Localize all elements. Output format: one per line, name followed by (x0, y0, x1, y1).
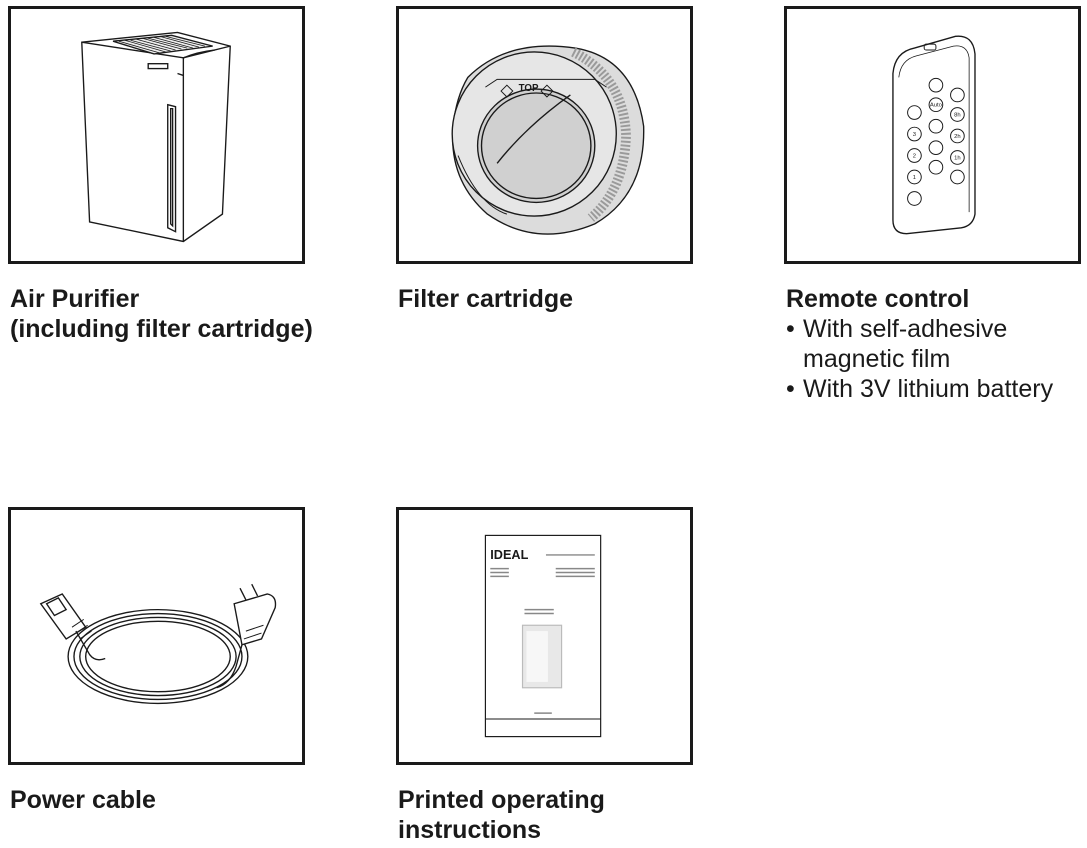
remote-feature-battery: With 3V lithium battery (786, 374, 1053, 404)
manual-brand-logo: IDEAL (490, 548, 528, 562)
remote-control-feature-list: With self-adhesive magnetic film With 3V… (786, 314, 1053, 404)
power-cable-title: Power cable (10, 786, 156, 814)
filter-cartridge-title: Filter cartridge (398, 285, 574, 313)
filter-cartridge-image-frame: TOP (396, 6, 693, 264)
remote-control-image-frame: Auto 1 2 3 1h 2h 8h (784, 6, 1081, 264)
remote-key-1h: 1h (954, 155, 961, 161)
remote-key-1: 1 (913, 175, 916, 181)
air-purifier-icon (81, 31, 231, 243)
manual-icon: IDEAL (484, 534, 602, 738)
power-cable-icon (39, 583, 277, 705)
filter-cartridge-icon: TOP (451, 45, 645, 235)
filter-top-label: TOP (519, 83, 539, 94)
remote-feature-magnetic-film: With self-adhesive magnetic film (786, 314, 1053, 374)
air-purifier-image-frame (8, 6, 305, 264)
remote-key-2h: 2h (954, 134, 961, 140)
remote-key-2: 2 (913, 153, 916, 159)
power-cable-image-frame (8, 507, 305, 765)
air-purifier-title: Air Purifier (including filter cartridge… (10, 285, 313, 343)
printed-instructions-title: Printed operating instructions (398, 786, 605, 844)
remote-control-icon: Auto 1 2 3 1h 2h 8h (892, 35, 976, 235)
remote-key-8h: 8h (954, 112, 961, 118)
remote-key-auto: Auto (930, 103, 943, 109)
remote-key-3: 3 (913, 132, 916, 138)
manual-image-frame: IDEAL (396, 507, 693, 765)
remote-control-title: Remote control (786, 285, 970, 313)
